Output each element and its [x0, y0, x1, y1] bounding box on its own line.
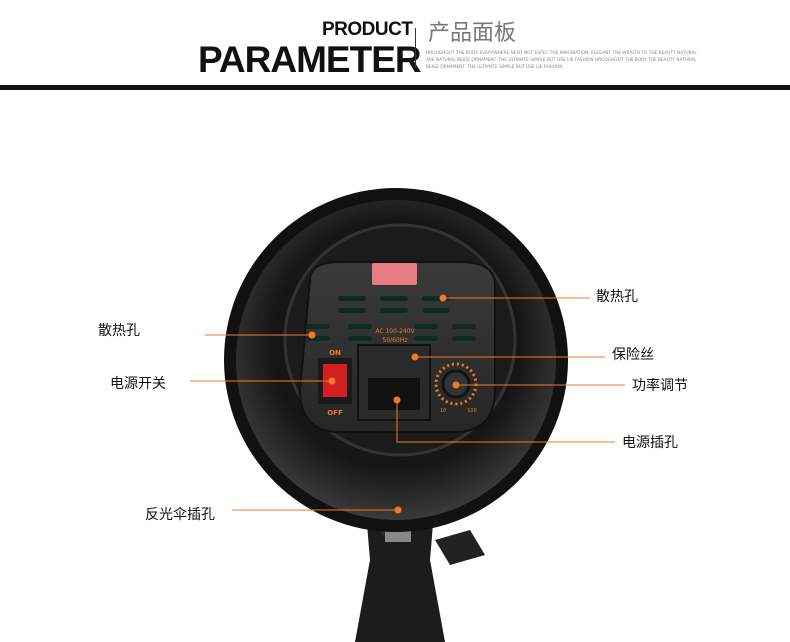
switch-off-label: OFF: [327, 409, 343, 417]
title-product: PRODUCT: [322, 19, 413, 40]
dial-max-label: 100: [467, 408, 477, 414]
voltage-label: AC 100-240V: [375, 328, 415, 335]
callout-vent-left: 散热孔: [98, 323, 140, 339]
header-tagline: HROUGHOUT THE BODY. EVERYWHERE NEED NOT …: [426, 51, 697, 70]
vents: [306, 296, 476, 341]
header-bar: [0, 85, 790, 90]
callout-fuse: 保险丝: [612, 347, 654, 363]
power-socket[interactable]: [368, 378, 420, 410]
callout-vent-right: 散热孔: [596, 289, 638, 305]
callout-power-socket: 电源插孔: [622, 435, 678, 451]
callout-power-adjust: 功率调节: [632, 378, 688, 394]
switch-on-label: ON: [329, 349, 341, 357]
frequency-label: 50/60Hz: [383, 337, 408, 344]
dial-min-label: 10: [440, 408, 446, 414]
ready-indicator: [372, 263, 417, 285]
header-divider: [415, 28, 416, 68]
title-parameter: PARAMETER: [198, 39, 422, 80]
callout-power-switch: 电源开关: [110, 376, 166, 392]
title-cn: 产品面板: [428, 21, 517, 46]
callout-lines: [190, 294, 625, 514]
callout-umbrella-hole: 反光伞插孔: [145, 507, 215, 523]
